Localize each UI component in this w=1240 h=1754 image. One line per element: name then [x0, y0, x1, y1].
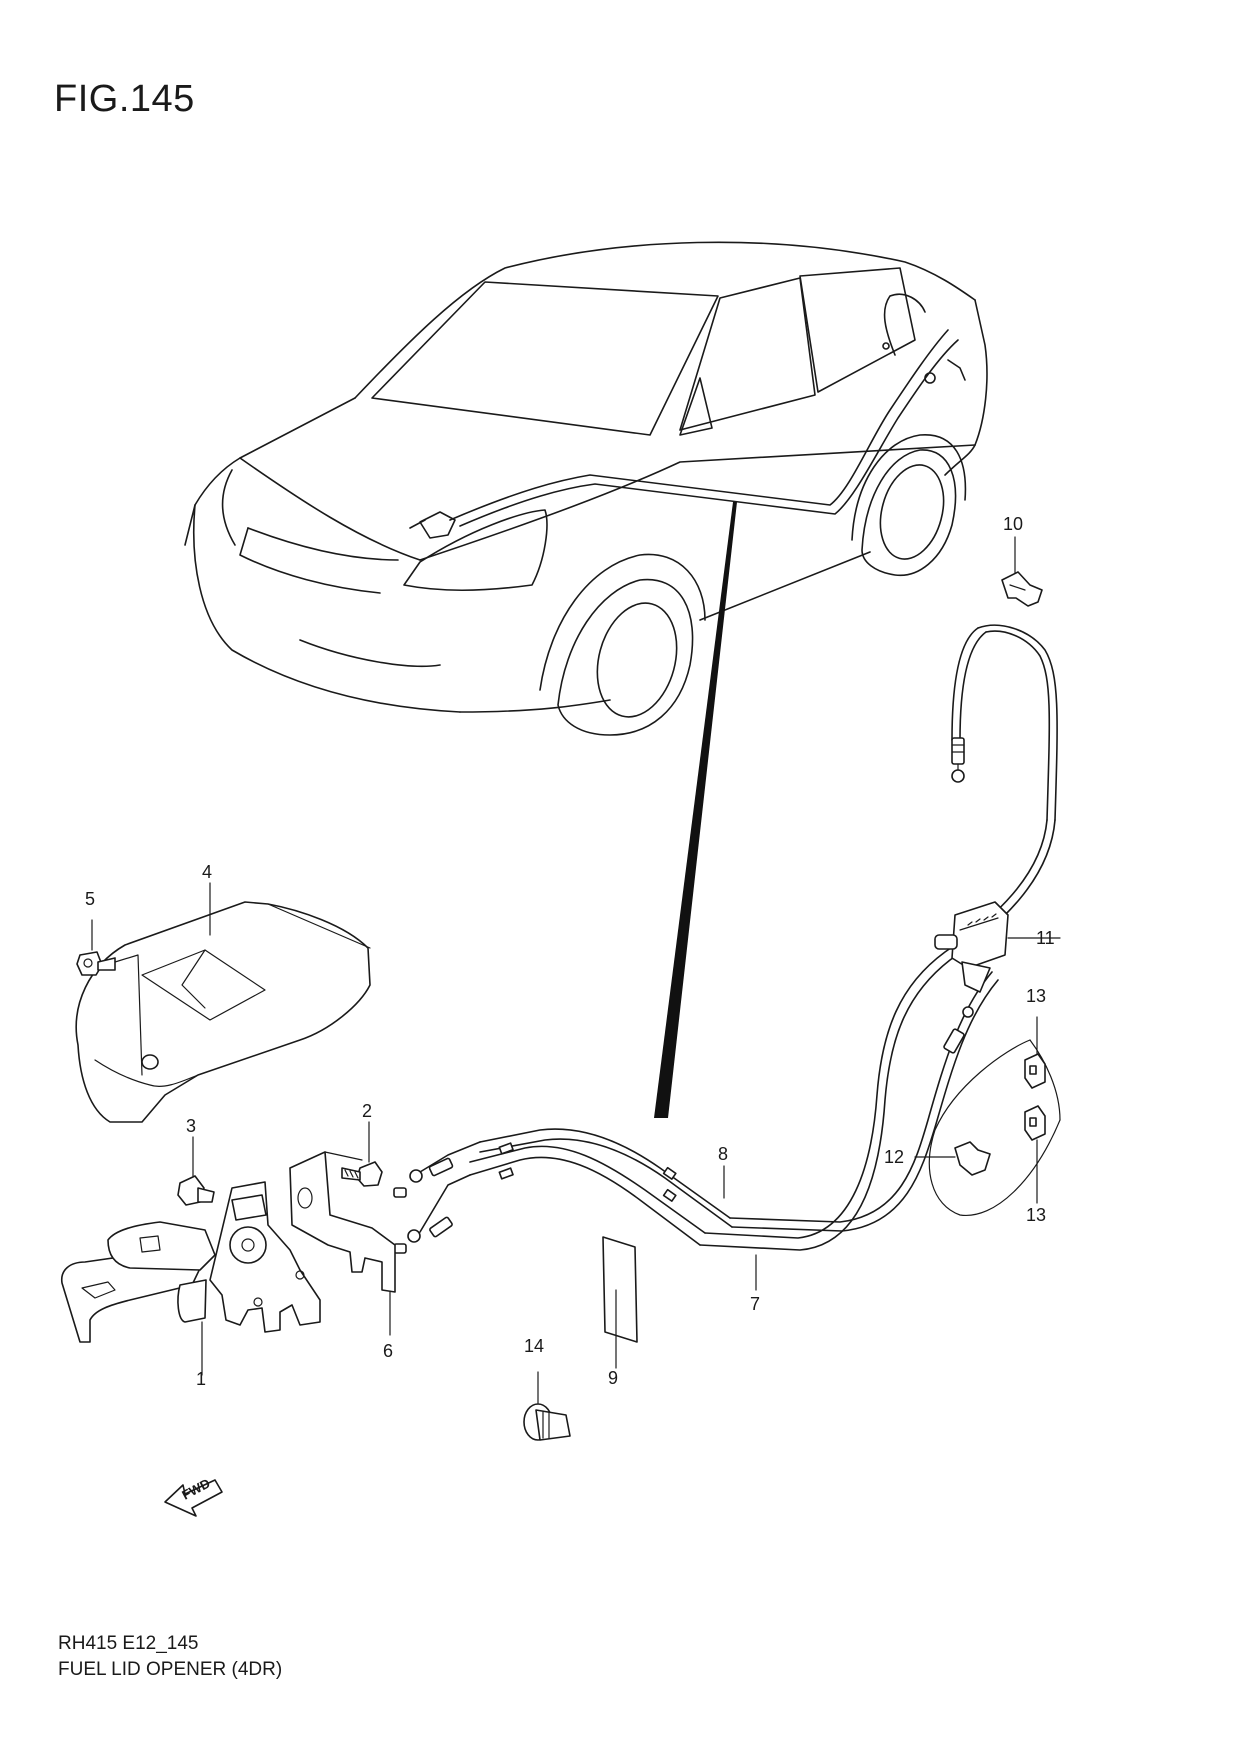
part-1-latch: [60, 1181, 321, 1376]
callout-11: 11: [1036, 928, 1055, 948]
part-10-clip: [1001, 536, 1043, 607]
callout-2: 2: [362, 1101, 372, 1121]
part-3-clip: [177, 1136, 215, 1206]
leader-lines: [723, 1165, 757, 1291]
diagram-code: RH415 E12_145: [58, 1633, 199, 1654]
callout-3: 3: [186, 1116, 196, 1136]
part-14-knob: [523, 1371, 571, 1441]
callout-14: 14: [524, 1336, 544, 1356]
callout-10: 10: [1003, 514, 1023, 534]
callout-5: 5: [85, 889, 95, 909]
callout-labels: 1 2 3 4 5 6 7 8 9 10 11 12 13 13 14: [85, 514, 1055, 1389]
figure-title: FIG.145: [54, 78, 195, 120]
callout-1: 1: [196, 1369, 206, 1389]
callout-8: 8: [718, 1144, 728, 1164]
part-11-opener: [934, 901, 1061, 993]
callout-6: 6: [383, 1341, 393, 1361]
callout-9: 9: [608, 1368, 618, 1388]
callout-7: 7: [750, 1294, 760, 1314]
part-6-bracket: [289, 1151, 396, 1336]
part-4-cover: [75, 882, 371, 1123]
fwd-direction-arrow: FWD: [164, 1476, 223, 1517]
callout-13-upper: 13: [1026, 986, 1046, 1006]
part-2-screw: [341, 1121, 383, 1187]
location-pointer: [654, 502, 737, 1118]
fuel-lid-area: [914, 1016, 1061, 1216]
cable-7-8: [393, 624, 1058, 1254]
callout-12: 12: [884, 1147, 904, 1167]
callout-13-lower: 13: [1026, 1205, 1046, 1225]
diagram-name: FUEL LID OPENER (4DR): [58, 1659, 283, 1680]
car-outline: [184, 241, 988, 736]
part-5-screw: [76, 919, 143, 1076]
callout-4: 4: [202, 862, 212, 882]
part-9-label: [602, 1236, 638, 1369]
